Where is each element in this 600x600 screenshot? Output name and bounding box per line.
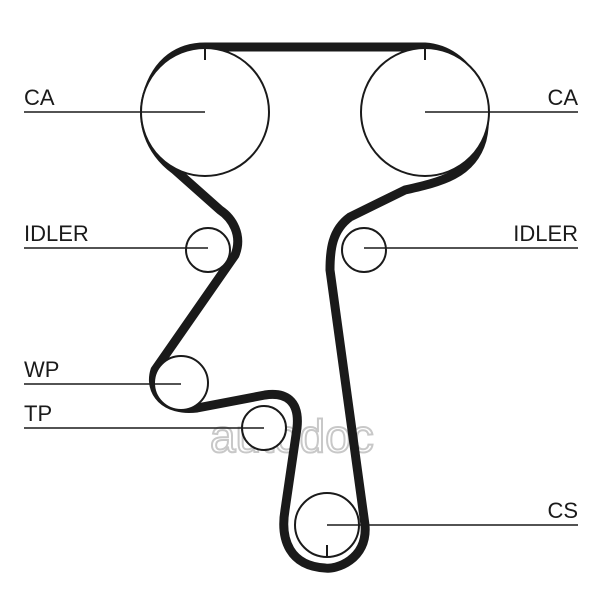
idler-pulley-left (185, 227, 231, 273)
label-idler-left: IDLER (24, 221, 89, 246)
idler-pulley-right (341, 227, 387, 273)
label-wp: WP (24, 357, 59, 382)
water-pump-pulley (153, 355, 209, 411)
label-idler-right: IDLER (513, 221, 578, 246)
label-ca-right: CA (547, 85, 578, 110)
label-tp: TP (24, 401, 52, 426)
label-cs: CS (547, 498, 578, 523)
label-ca-left: CA (24, 85, 55, 110)
